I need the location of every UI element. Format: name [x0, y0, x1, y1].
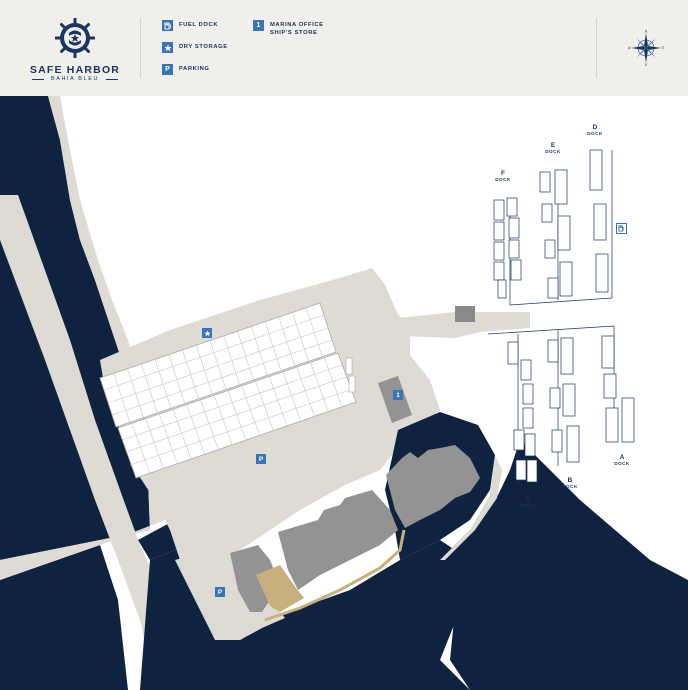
brand-rule-right	[106, 79, 118, 80]
grid-line	[113, 373, 131, 423]
fuel-pump-icon	[162, 20, 173, 31]
grid-line	[241, 385, 261, 436]
legend-label-group: MARINA OFFICE SHIP'S STORE	[270, 20, 324, 37]
dock-word: DOCK	[614, 461, 630, 466]
map-header: SAFE HARBOR BAHIA BLEU FUEL DOCK DRY STO…	[0, 0, 688, 96]
water-right	[440, 440, 688, 690]
causeway	[0, 195, 180, 690]
grid-line	[131, 423, 151, 474]
dock-word: DOCK	[562, 484, 578, 489]
grid-line	[154, 359, 172, 409]
grid-line	[305, 307, 323, 357]
dock-label-c: C DOCK	[518, 496, 538, 509]
header-divider-right	[596, 18, 597, 78]
parking-marker-icon: P	[256, 454, 266, 464]
compass-s: S	[645, 63, 648, 66]
parking-icon: P	[162, 64, 173, 75]
grid-line	[227, 390, 247, 441]
legend-label: FUEL DOCK	[179, 22, 219, 28]
brand-title: SAFE HARBOR	[29, 64, 121, 76]
grid-line	[145, 418, 164, 469]
parking-marker-icon: P	[215, 587, 225, 597]
water-bottom	[140, 540, 470, 690]
dock-label-e: E DOCK	[543, 142, 563, 155]
water-left	[0, 96, 150, 560]
brand-rule-left	[32, 79, 44, 80]
grid-line	[182, 349, 199, 399]
ship-wheel-logo-icon	[55, 18, 95, 58]
dock-word: DOCK	[495, 177, 511, 182]
grid-line	[223, 335, 241, 385]
dock-word: DOCK	[545, 149, 561, 154]
grid-line	[195, 345, 213, 395]
grid-line	[158, 413, 178, 465]
legend-label: DRY STORAGE	[179, 44, 228, 50]
dock-label-d: D DOCK	[585, 124, 605, 137]
grid-line	[268, 376, 288, 427]
grid-line	[264, 321, 282, 371]
legend-parking: P PARKING	[162, 64, 210, 75]
docks	[487, 149, 635, 484]
compass-n: N	[645, 30, 648, 34]
buildings	[230, 445, 480, 612]
land-south	[175, 545, 285, 640]
grid-line	[323, 357, 343, 408]
dock-letter: A	[619, 454, 625, 461]
dry-storage-star-icon	[202, 328, 212, 338]
grid-line	[296, 366, 316, 418]
grid-line	[209, 340, 227, 390]
walkway	[398, 312, 530, 338]
legend-marina-office: 1 MARINA OFFICE SHIP'S STORE	[253, 20, 324, 37]
grid-line	[292, 312, 309, 362]
dock-word: DOCK	[520, 503, 536, 508]
dock-letter: C	[525, 496, 531, 503]
grid-line	[140, 363, 158, 414]
brand-subtitle: BAHIA BLEU	[50, 76, 100, 82]
compass-w: W	[628, 46, 631, 50]
grid-line	[310, 362, 329, 413]
legend-dry-storage: DRY STORAGE	[162, 42, 228, 53]
star-icon	[162, 42, 173, 53]
grid-line	[282, 371, 302, 422]
dock-word: DOCK	[587, 131, 603, 136]
fuel-dock-marker-icon	[616, 223, 627, 234]
grid-line	[186, 404, 206, 455]
dock-letter: D	[592, 124, 598, 131]
marina-office-marker-icon: 1	[393, 390, 403, 400]
promenade-path	[264, 529, 406, 622]
compass-e: E	[662, 46, 664, 50]
grid-line	[255, 381, 274, 432]
grid-line	[237, 331, 254, 381]
grid-line	[250, 326, 268, 376]
grid-line	[168, 354, 186, 404]
dock-letter: B	[567, 477, 573, 484]
dock-letter: E	[550, 142, 556, 149]
legend-label: PARKING	[179, 66, 210, 72]
legend-label: MARINA OFFICE	[270, 22, 324, 28]
grid-line	[200, 399, 219, 450]
legend-fuel-dock: FUEL DOCK	[162, 20, 218, 31]
grid-line	[213, 395, 233, 446]
dock-hut	[455, 306, 475, 322]
grid-line	[278, 316, 296, 367]
compass-rose-icon: N S W E	[628, 30, 664, 66]
grid-line	[127, 368, 144, 418]
grid-line	[172, 409, 192, 460]
legend-label: SHIP'S STORE	[270, 30, 318, 36]
dock-label-f: F DOCK	[493, 170, 513, 183]
land-right-edge	[440, 455, 502, 560]
highlighted-building	[256, 565, 304, 612]
dock-label-b: B DOCK	[560, 477, 580, 490]
marina-map	[0, 96, 688, 690]
number-1-icon: 1	[253, 20, 264, 31]
header-divider-left	[140, 18, 141, 78]
water-bottom-left	[0, 545, 128, 690]
dry-storage-grid	[99, 302, 357, 479]
dock-label-a: A DOCK	[612, 454, 632, 467]
dock-letter: F	[501, 170, 505, 177]
